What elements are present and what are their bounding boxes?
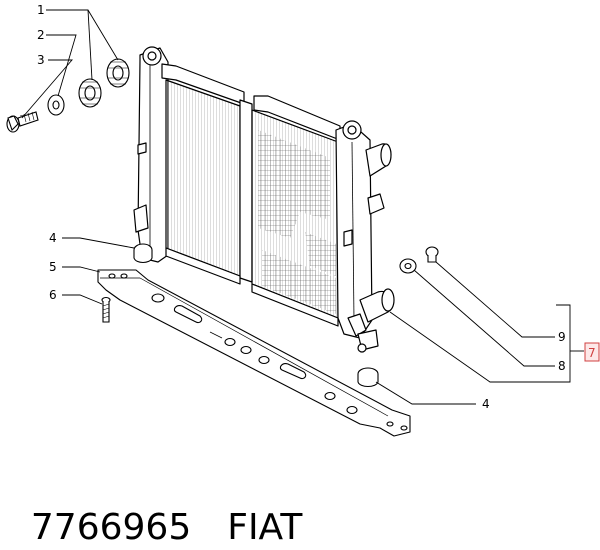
part-5-lower-bracket <box>97 269 411 437</box>
callout-label-4-right: 4 <box>482 397 490 411</box>
part-6-screw <box>101 296 111 323</box>
radiator <box>133 46 395 353</box>
part-number: 7766965 <box>30 507 192 548</box>
callout-label-3: 3 <box>37 53 45 67</box>
callout-label-8: 8 <box>558 359 566 373</box>
part-4-grommet-left <box>133 243 153 264</box>
callout-label-7: 7 <box>588 346 596 360</box>
callout-label-1: 1 <box>37 3 45 17</box>
radiator-core-left <box>165 79 241 277</box>
leader-lines <box>21 9 584 405</box>
callout-label-6: 6 <box>49 288 57 302</box>
part-caption: 7766965 FIAT <box>8 462 303 550</box>
part-9-drain-plug <box>425 246 439 263</box>
callout-label-4-left: 4 <box>49 231 57 245</box>
part-1-grommet <box>78 58 130 108</box>
part-8-washer <box>399 258 417 274</box>
part-4-grommet-right <box>357 367 379 388</box>
callout-label-9: 9 <box>558 330 566 344</box>
brand-name: FIAT <box>227 507 303 548</box>
callout-box-7 <box>584 342 600 362</box>
part-2-spacer <box>47 94 65 116</box>
callout-label-5: 5 <box>49 260 57 274</box>
callout-label-2: 2 <box>37 28 45 42</box>
exploded-parts-diagram: 1 2 3 4 5 6 4 9 8 7 <box>6 3 600 437</box>
part-3-bolt <box>6 111 39 133</box>
